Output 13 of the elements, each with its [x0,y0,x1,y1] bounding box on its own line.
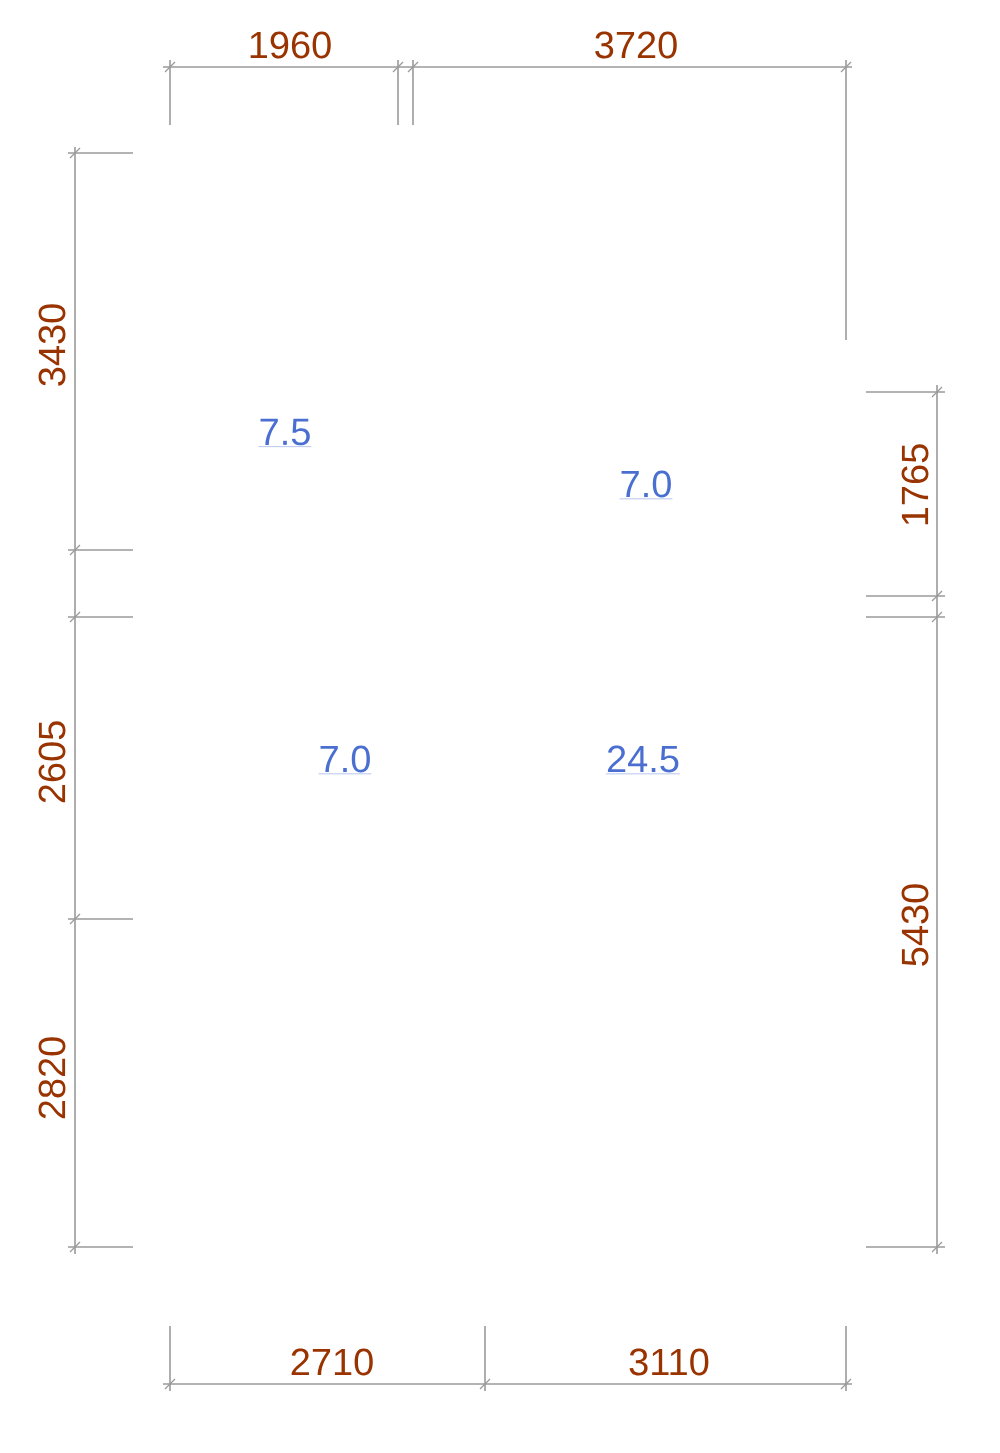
dimension-label: 2605 [38,721,66,803]
area-label: 7.5 [258,418,312,447]
area-label: 7.0 [318,745,372,775]
dimension-label: 5430 [901,884,929,966]
area-label: 24.5 [605,745,681,775]
dimension-label: 2820 [38,1037,66,1119]
dimension-label: 3430 [38,304,66,386]
dimension-label: 2710 [291,1348,373,1376]
dimension-label: 1960 [250,31,331,59]
area-label: 7.0 [619,470,673,500]
dimension-label: 1765 [901,444,929,525]
dimension-label: 3110 [629,1348,709,1376]
dimension-label: 3720 [595,31,677,59]
